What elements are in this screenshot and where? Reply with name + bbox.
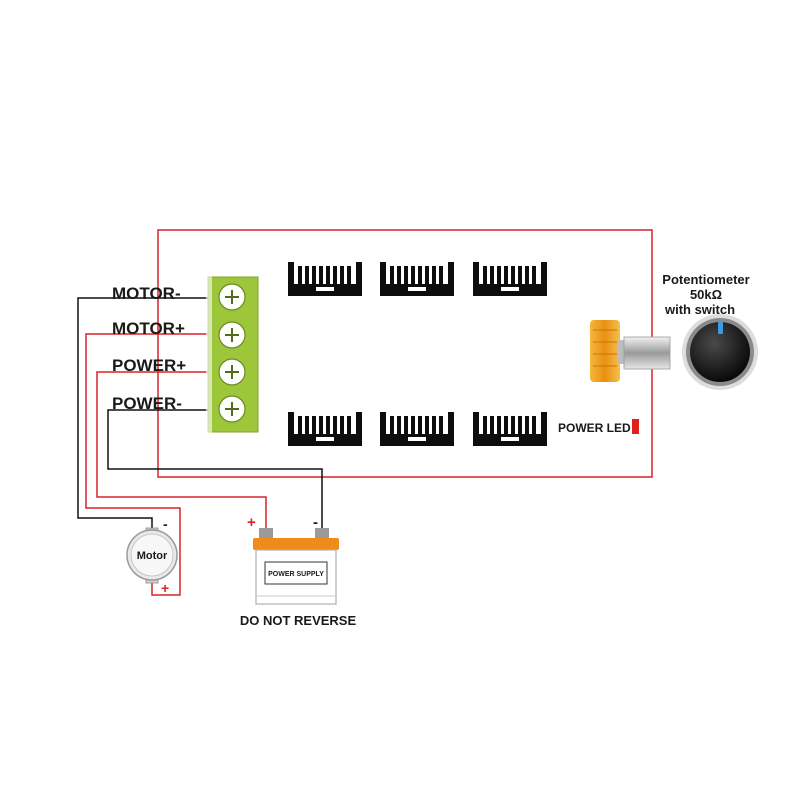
potentiometer-cap-icon bbox=[590, 320, 626, 382]
terminal-screw-1 bbox=[218, 283, 246, 311]
motor-negative-wire bbox=[77, 297, 208, 528]
power-positive-wire bbox=[96, 371, 267, 530]
potentiometer-title: Potentiometer bbox=[662, 272, 749, 287]
power-positive-label: POWER+ bbox=[112, 356, 186, 375]
battery-icon bbox=[253, 528, 339, 605]
motor-minus-sign: - bbox=[163, 516, 168, 532]
motor-label: Motor bbox=[137, 550, 168, 562]
terminal-screw-4 bbox=[218, 395, 246, 423]
motor-plus-sign: + bbox=[161, 580, 169, 596]
power-led-label: POWER LED bbox=[558, 421, 631, 435]
power-led-icon bbox=[632, 419, 639, 434]
motor-positive-wire bbox=[85, 333, 208, 596]
motor-positive-label: MOTOR+ bbox=[112, 319, 185, 338]
terminal-screw-3 bbox=[218, 358, 246, 386]
warning-label: DO NOT REVERSE bbox=[240, 613, 357, 628]
terminal-block bbox=[206, 275, 259, 434]
power-negative-wire bbox=[107, 409, 323, 530]
potentiometer-switch-label: with switch bbox=[664, 302, 735, 317]
potentiometer-shaft-icon bbox=[623, 336, 671, 370]
motor-negative-label: MOTOR- bbox=[112, 284, 181, 303]
potentiometer-value: 50kΩ bbox=[690, 287, 722, 302]
potentiometer-knob-icon[interactable] bbox=[682, 314, 758, 390]
terminal-screw-2 bbox=[218, 321, 246, 349]
battery-plus-sign: + bbox=[247, 514, 256, 531]
battery-minus-sign: - bbox=[313, 514, 318, 531]
power-negative-label: POWER- bbox=[112, 394, 182, 413]
motor-icon bbox=[126, 527, 178, 584]
power-supply-label: POWER SUPPLY bbox=[268, 571, 324, 578]
